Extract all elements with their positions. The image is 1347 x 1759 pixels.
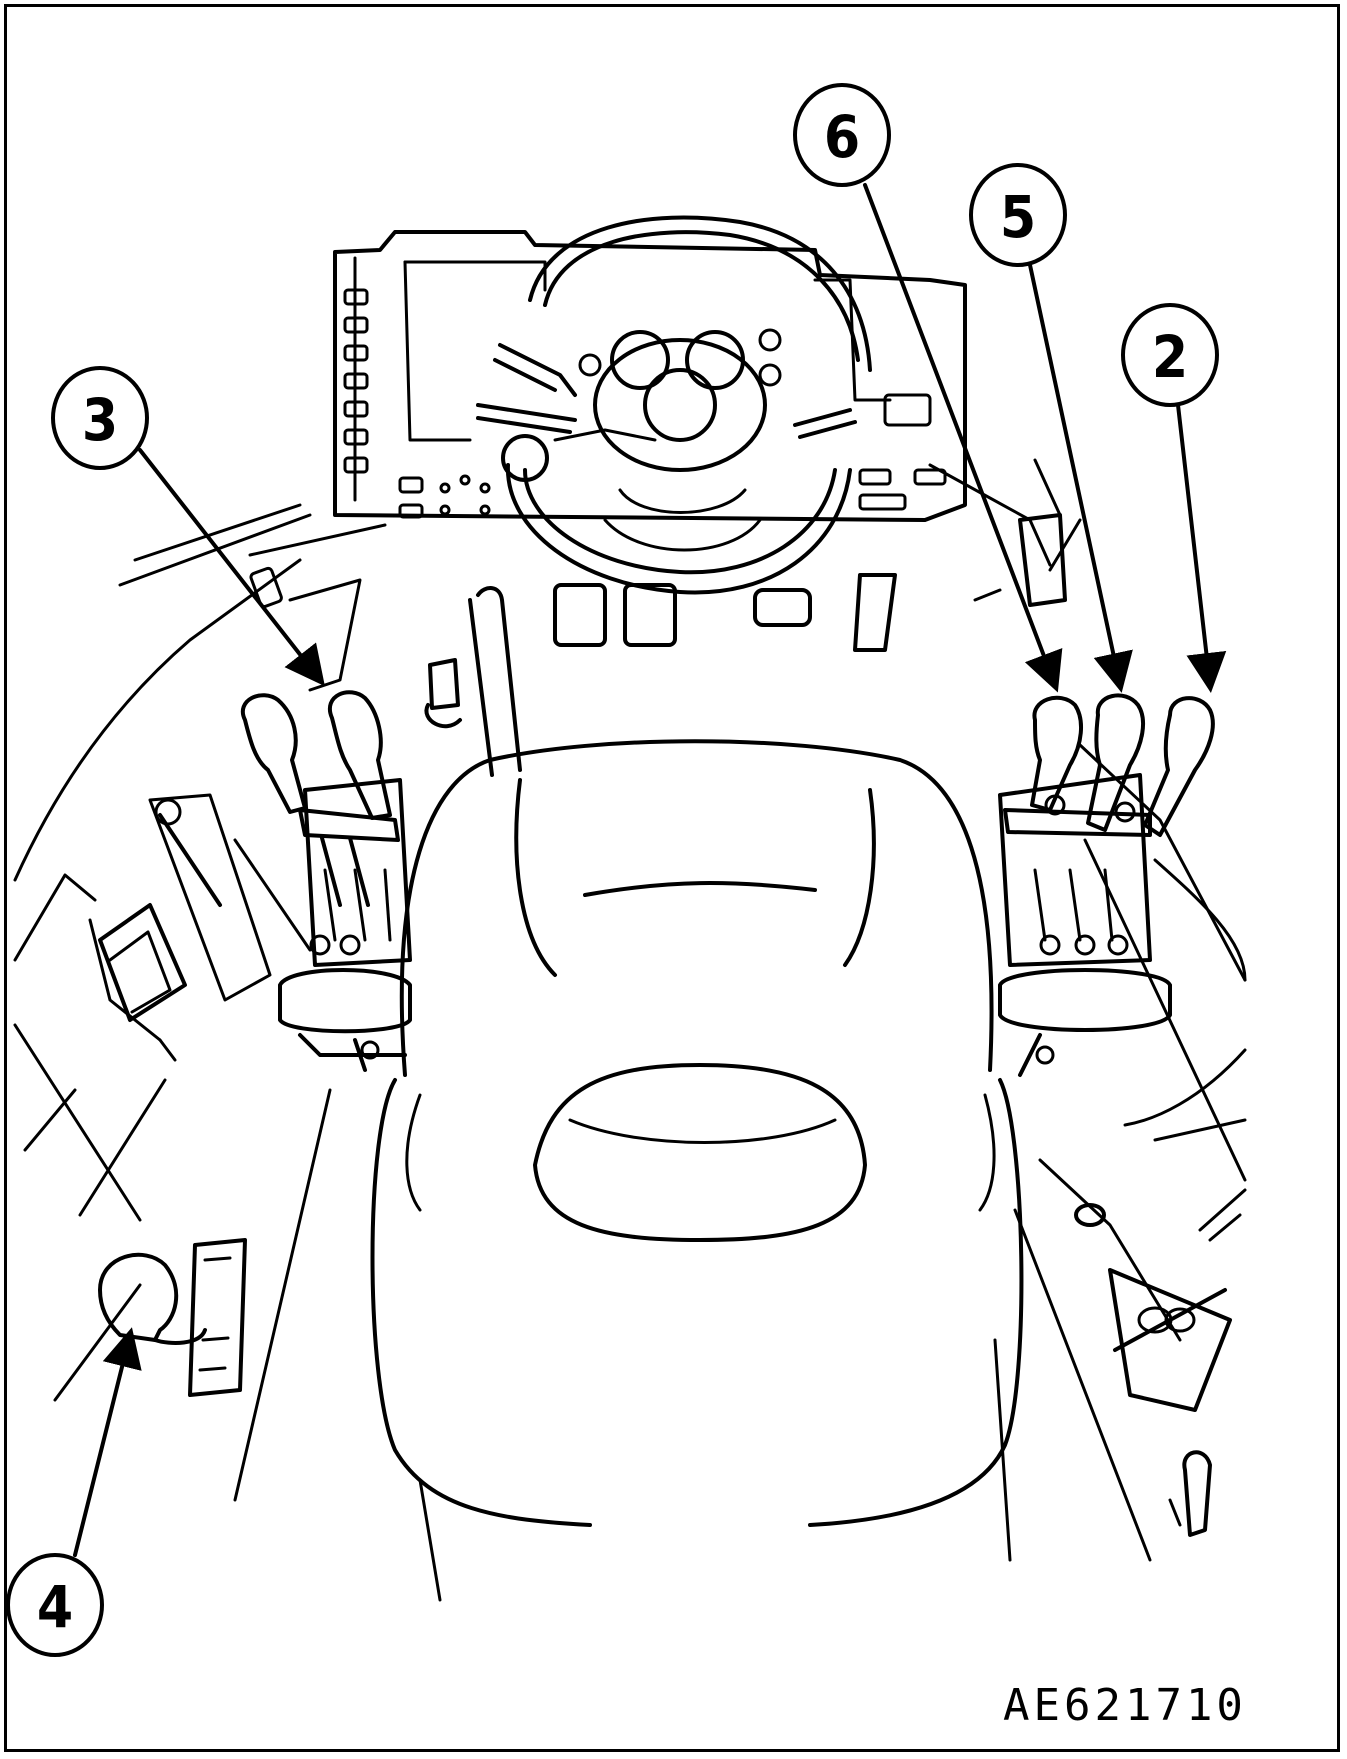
callout-4-label: 4	[37, 1573, 73, 1641]
column-levers	[476, 343, 857, 439]
operator-seat	[370, 739, 1024, 1527]
callout-2-label: 2	[1152, 323, 1188, 391]
callout-4: 4	[6, 1327, 142, 1657]
callout-6-label: 6	[824, 103, 860, 171]
right-armrest-controls	[998, 693, 1215, 1077]
instrument-panel	[333, 230, 967, 522]
cab-floor-left	[13, 503, 442, 1602]
left-armrest-controls	[240, 658, 462, 1072]
pedals	[468, 573, 897, 777]
callout-2: 2	[1121, 303, 1227, 693]
shift-lever	[98, 1238, 247, 1397]
callout-3-label: 3	[82, 386, 118, 454]
cab-floor-right	[928, 458, 1247, 1562]
figure-code: AE621710	[1003, 1680, 1247, 1731]
callout-5: 5	[969, 163, 1133, 693]
callout-6: 6	[793, 83, 1063, 693]
callout-5-label: 5	[1000, 183, 1036, 251]
figure-frame	[4, 4, 1340, 1752]
steering-wheel	[501, 215, 872, 595]
callout-3: 3	[51, 366, 325, 687]
